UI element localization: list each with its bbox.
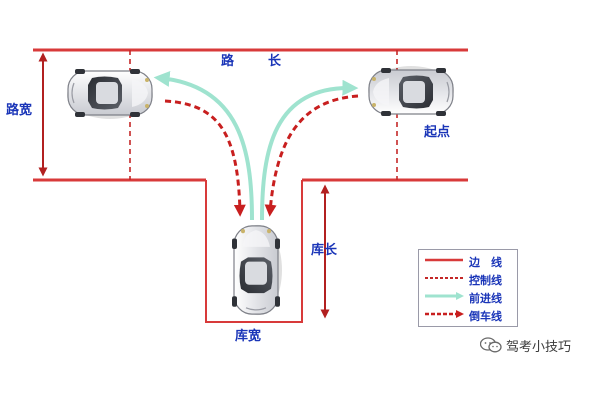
legend-item-control-line: 控制线 [419, 270, 517, 287]
legend-item-reverse-line: 倒车线 [419, 306, 517, 323]
car-left [66, 68, 154, 120]
legend-label-forward-line: 前进线 [469, 292, 502, 305]
car-in-garage [231, 224, 283, 316]
legend-label-edge-line: 边 线 [469, 256, 502, 269]
garage-outline [205, 180, 303, 323]
car-start [367, 65, 455, 117]
legend: 边 线 控制线 前进线 倒车线 [418, 249, 518, 327]
reverse-path-left [164, 99, 246, 217]
garage-width-label: 库宽 [235, 329, 262, 344]
road-length-label-part-1: 路 [221, 54, 235, 69]
wechat-icon [480, 337, 502, 353]
legend-item-forward-line: 前进线 [419, 288, 517, 305]
road-length-label: 路长 [221, 55, 281, 68]
legend-swatch-forward-line [425, 292, 464, 300]
forward-path-left [153, 71, 254, 221]
legend-label-reverse-line: 倒车线 [469, 310, 502, 323]
garage-length-label: 库长 [311, 243, 338, 258]
watermark-text: 驾考小技巧 [506, 340, 572, 355]
forward-path-right [260, 79, 359, 221]
legend-swatch-control-line [425, 277, 463, 279]
legend-item-edge-line: 边 线 [419, 252, 517, 269]
legend-label-control-line: 控制线 [469, 274, 502, 287]
road-width-label: 路宽 [6, 103, 33, 118]
legend-swatch-reverse-line [425, 310, 464, 318]
reverse-path-right [264, 94, 359, 217]
legend-swatch-edge-line [425, 258, 463, 262]
road-length-label-part-2: 长 [268, 54, 282, 69]
start-point-label: 起点 [424, 125, 451, 140]
